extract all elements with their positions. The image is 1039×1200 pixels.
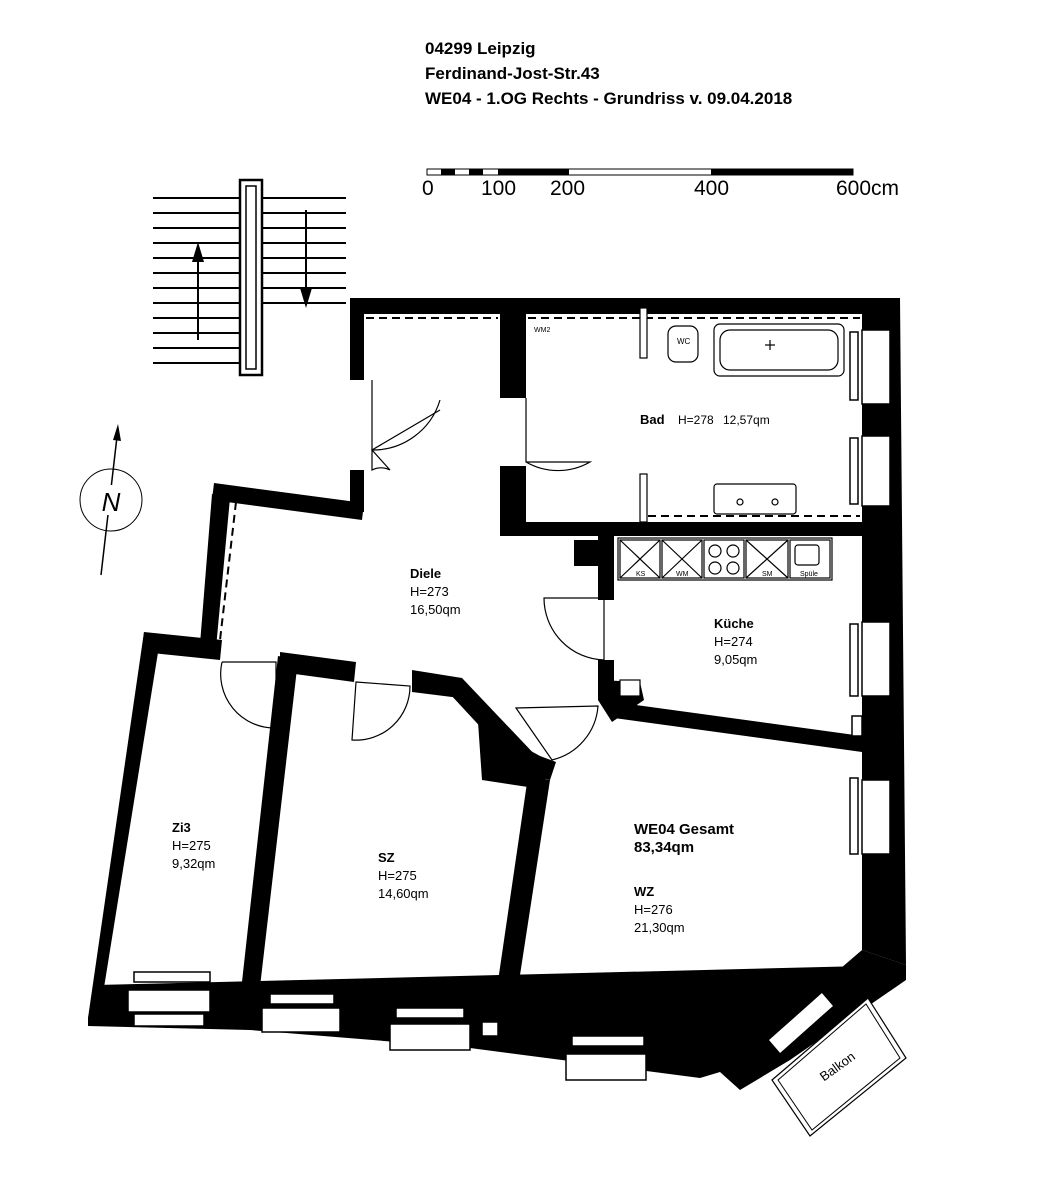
scale-label-600: 600cm <box>836 177 899 200</box>
sm-label: SM <box>762 571 773 578</box>
header-unit: WE04 - 1.OG Rechts - Grundriss v. 09.04.… <box>425 89 793 108</box>
ks-label: KS <box>636 571 646 578</box>
staircase <box>153 178 346 377</box>
room-label-kueche: Küche H=274 9,05qm <box>714 616 757 667</box>
spuele-label: Spüle <box>800 571 818 578</box>
kueche-name: Küche <box>714 616 754 631</box>
windows <box>127 329 891 1081</box>
total-area-value: 83,34qm <box>634 839 694 856</box>
wc-label: WC <box>677 337 691 346</box>
walls <box>88 298 906 1090</box>
north-arrow: N <box>79 424 143 576</box>
scale-label-200: 200 <box>550 177 585 200</box>
header-street: Ferdinand-Jost-Str.43 <box>425 64 600 83</box>
diele-height: H=273 <box>410 584 449 599</box>
scale-bar: 0 100 200 400 600cm <box>422 168 899 200</box>
scale-label-400: 400 <box>694 177 729 200</box>
scale-label-100: 100 <box>481 177 516 200</box>
north-label: N <box>102 487 121 517</box>
room-label-diele: Diele H=273 16,50qm <box>410 566 461 617</box>
zi3-name: Zi3 <box>172 820 191 835</box>
total-area: WE04 Gesamt 83,34qm <box>634 821 734 856</box>
wm2-label: WM2 <box>534 327 550 334</box>
balcony: Balkon <box>771 997 907 1137</box>
room-label-wz: WZ H=276 21,30qm <box>634 884 685 935</box>
scale-label-0: 0 <box>422 177 434 200</box>
header-city: 04299 Leipzig <box>425 39 536 58</box>
dashed-lines <box>103 317 860 981</box>
kitchen-counter <box>617 537 833 581</box>
kueche-height: H=274 <box>714 634 753 649</box>
bathroom-fixtures <box>639 307 845 523</box>
zi3-height: H=275 <box>172 838 211 853</box>
doors <box>220 380 641 761</box>
sz-area: 14,60qm <box>378 886 429 901</box>
bad-area: 12,57qm <box>723 413 770 427</box>
kueche-area: 9,05qm <box>714 652 757 667</box>
sz-name: SZ <box>378 850 395 865</box>
wz-height: H=276 <box>634 902 673 917</box>
wz-area: 21,30qm <box>634 920 685 935</box>
sz-height: H=275 <box>378 868 417 883</box>
plan-header: 04299 Leipzig Ferdinand-Jost-Str.43 WE04… <box>425 36 792 111</box>
bad-height: H=278 <box>678 413 714 427</box>
wm-label: WM <box>676 571 689 578</box>
room-label-sz: SZ H=275 14,60qm <box>378 850 429 901</box>
diele-area: 16,50qm <box>410 602 461 617</box>
zi3-area: 9,32qm <box>172 856 215 871</box>
wz-name: WZ <box>634 884 654 899</box>
diele-name: Diele <box>410 566 441 581</box>
bad-name: Bad <box>640 412 665 427</box>
room-label-bad: Bad H=278 12,57qm <box>640 412 770 427</box>
total-title: WE04 Gesamt <box>634 821 734 838</box>
room-label-zi3: Zi3 H=275 9,32qm <box>172 820 215 871</box>
